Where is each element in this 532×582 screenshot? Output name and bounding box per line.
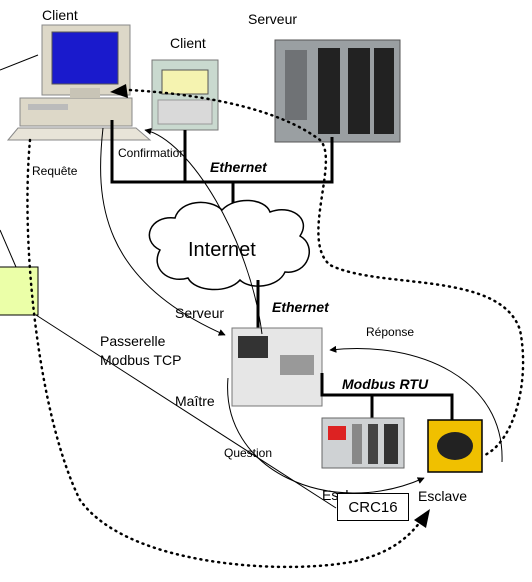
- crc-connector-line: [35, 314, 337, 509]
- label-reponse: Réponse: [366, 325, 414, 339]
- label-question: Question: [224, 446, 272, 460]
- internet-cloud: [148, 199, 310, 291]
- dotted-loop-top: [128, 88, 525, 457]
- label-modbus-tcp: Modbus TCP: [100, 352, 181, 368]
- slave-device-1-icon: [321, 417, 405, 469]
- label-ethernet-mid: Ethernet: [272, 299, 330, 315]
- label-serveur-mid: Serveur: [175, 305, 224, 321]
- plc-server-icon: [274, 39, 401, 143]
- crc16-box: CRC16: [337, 493, 409, 521]
- client-pointer-line: [0, 54, 39, 71]
- gateway-icon: [231, 327, 323, 407]
- box-connector-line: [0, 229, 17, 268]
- label-confirmation: Confirmation: [118, 146, 186, 160]
- confirmation-arrow: [144, 127, 263, 335]
- label-esclave-2: Esclave: [418, 488, 467, 504]
- label-serveur-top: Serveur: [248, 11, 297, 27]
- dotted-loop-bottom: [26, 138, 427, 569]
- slave-device-2-icon: [427, 419, 483, 473]
- label-ethernet-top: Ethernet: [210, 159, 268, 175]
- question-arrow: [227, 377, 425, 494]
- label-internet: Internet: [188, 239, 256, 261]
- label-client-top: Client: [42, 7, 78, 23]
- label-requete: Requête: [32, 164, 78, 178]
- dotted-loop-arrowhead: [414, 509, 430, 528]
- modbus-rtu-bus: [320, 373, 454, 420]
- reponse-arrow: [329, 345, 503, 463]
- request-arrow: [100, 127, 226, 336]
- label-passerelle: Passerelle: [100, 333, 166, 349]
- label-modbus-rtu: Modbus RTU: [342, 376, 429, 392]
- client-pc-icon: [6, 24, 152, 141]
- label-client-hmi: Client: [170, 35, 206, 51]
- label-maitre: Maître: [175, 393, 215, 409]
- dotted-loop-top-arrowhead: [110, 84, 128, 98]
